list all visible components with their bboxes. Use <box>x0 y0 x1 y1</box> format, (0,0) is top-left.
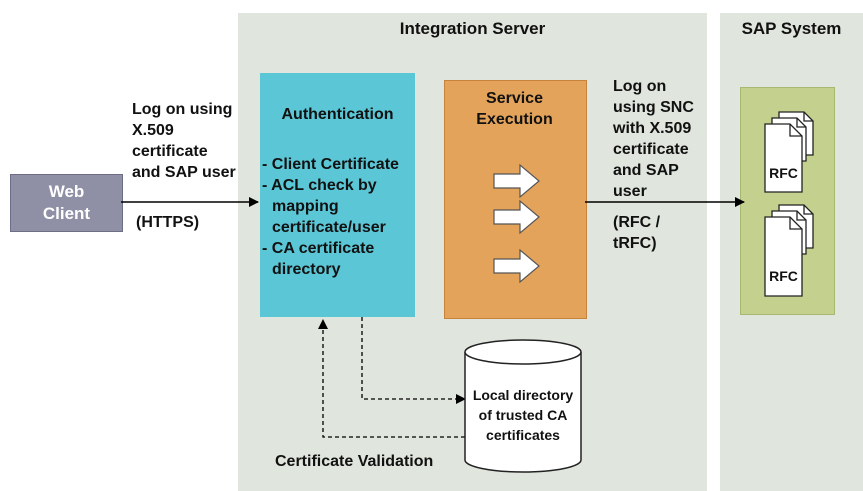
auth-item: mapping <box>272 198 339 215</box>
right-connection-line: using SNC <box>613 99 694 116</box>
database-cylinder-icon <box>464 339 582 473</box>
left-connection-line: X.509 <box>132 122 174 139</box>
web-client-box: Web Client <box>10 174 123 232</box>
right-connection-line: certificate <box>613 141 689 158</box>
left-connection-label: Log on using X.509 certificate and SAP u… <box>132 99 242 183</box>
rfc-label: RFC <box>769 165 798 181</box>
rfc-document-stack-icon <box>764 111 814 193</box>
auth-item: certificate/user <box>272 219 386 236</box>
right-connection-label: Log on using SNC with X.509 certificate … <box>613 76 713 202</box>
process-arrow-icon <box>493 199 540 235</box>
https-label: (HTTPS) <box>136 214 200 231</box>
web-client-label-line1: Web <box>48 182 85 201</box>
authentication-title: Authentication <box>281 106 394 123</box>
local-directory-line: of trusted CA <box>478 407 568 423</box>
local-directory-line: Local directory <box>472 387 574 403</box>
left-connection-line: and SAP user <box>132 164 236 181</box>
service-execution-title-line2: Execution <box>476 111 553 128</box>
local-directory-label: Local directory of trusted CA certificat… <box>465 385 581 445</box>
rfc-protocol-line1: (RFC / <box>613 214 661 231</box>
right-connection-line: Log on <box>613 78 667 95</box>
rfc-label: RFC <box>769 268 798 284</box>
sap-system-title: SAP System <box>741 19 842 38</box>
authentication-items: - Client Certificate - ACL check by mapp… <box>262 154 414 280</box>
rfc-document-stack-icon <box>764 204 814 297</box>
auth-item: directory <box>272 261 341 278</box>
left-connection-line: certificate <box>132 143 208 160</box>
auth-item: - ACL check by <box>262 177 377 194</box>
process-arrow-icon <box>493 163 540 199</box>
rfc-protocol-label: (RFC / tRFC) <box>613 212 660 254</box>
local-directory-line: certificates <box>486 427 560 443</box>
left-connection-line: Log on using <box>132 101 233 118</box>
certificate-validation-arrow <box>318 319 465 438</box>
rfc-protocol-line2: tRFC) <box>613 235 657 252</box>
service-execution-title-line1: Service <box>486 90 543 107</box>
right-connection-line: with X.509 <box>613 120 692 137</box>
right-connection-line: and SAP <box>613 162 679 179</box>
authentication-box <box>260 73 415 317</box>
service-execution-box <box>444 80 587 319</box>
auth-item: - CA certificate <box>262 240 375 257</box>
integration-server-title: Integration Server <box>399 19 546 38</box>
right-connection-line: user <box>613 183 647 200</box>
web-client-label-line2: Client <box>42 204 91 223</box>
auth-item: - Client Certificate <box>262 156 399 173</box>
certificate-validation-label: Certificate Validation <box>275 453 434 470</box>
directory-lookup-arrow <box>361 317 466 404</box>
service-execution-title: Service Execution <box>444 88 585 130</box>
process-arrow-icon <box>493 248 540 284</box>
